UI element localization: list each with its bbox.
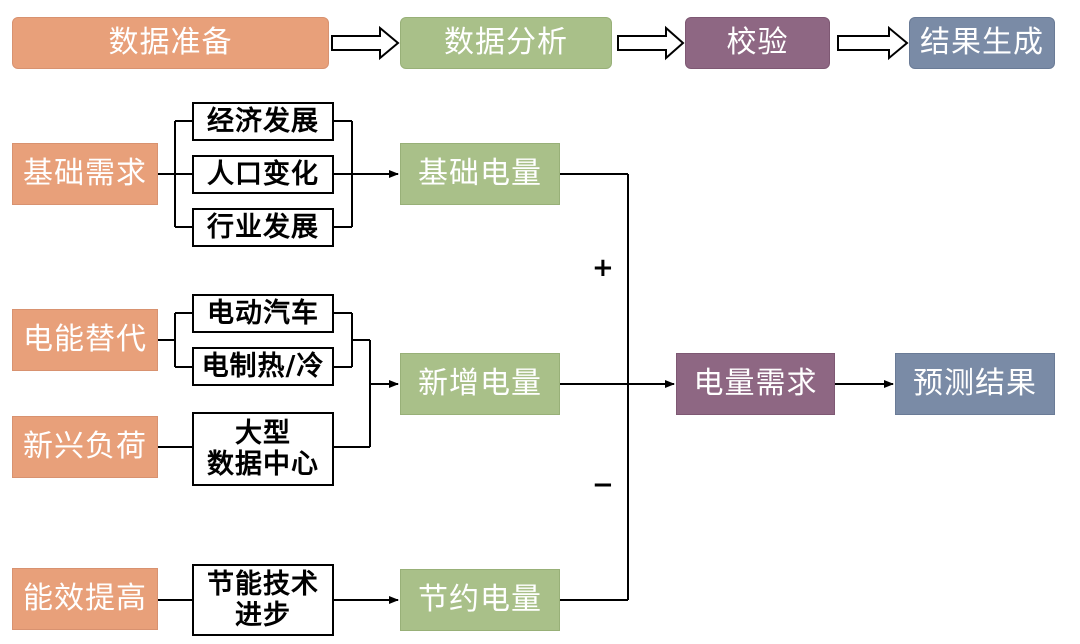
factor-label: 经济发展 bbox=[207, 105, 319, 137]
driver-efficiency: 能效提高 bbox=[12, 568, 158, 630]
factor-electric-heating-cooling: 电制热/冷 bbox=[192, 347, 334, 386]
step-result-generation: 结果生成 bbox=[909, 17, 1055, 69]
factor-label-line2: 数据中心 bbox=[207, 449, 319, 480]
factor-label: 电动汽车 bbox=[207, 297, 319, 329]
factor-label-line1: 节能技术 bbox=[207, 568, 319, 600]
quantity-saved-electricity: 节约电量 bbox=[400, 569, 560, 631]
factor-industry-development: 行业发展 bbox=[192, 208, 334, 247]
step-label: 校验 bbox=[726, 24, 789, 60]
step-data-analysis: 数据分析 bbox=[400, 17, 612, 69]
driver-emerging-load: 新兴负荷 bbox=[12, 416, 158, 478]
electricity-demand: 电量需求 bbox=[676, 353, 835, 415]
factor-label: 人口变化 bbox=[207, 158, 319, 190]
forecast-result: 预测结果 bbox=[895, 353, 1055, 415]
driver-label: 能效提高 bbox=[23, 580, 147, 616]
step-label: 数据准备 bbox=[108, 24, 233, 60]
factor-large-datacenter: 大型 数据中心 bbox=[192, 412, 334, 486]
quantity-label: 新增电量 bbox=[418, 365, 542, 401]
plus-sign: + bbox=[592, 253, 614, 283]
step-label: 结果生成 bbox=[920, 24, 1044, 60]
factor-electric-vehicle: 电动汽车 bbox=[192, 294, 334, 333]
driver-label: 基础需求 bbox=[23, 155, 147, 191]
driver-label: 新兴负荷 bbox=[23, 428, 147, 464]
factor-economic-development: 经济发展 bbox=[192, 102, 334, 141]
factor-population-change: 人口变化 bbox=[192, 155, 334, 194]
demand-label: 电量需求 bbox=[693, 365, 818, 401]
factor-label: 电制热/冷 bbox=[201, 350, 325, 382]
factor-label-line2: 进步 bbox=[235, 600, 291, 631]
driver-label: 电能替代 bbox=[23, 321, 147, 357]
factor-label: 行业发展 bbox=[207, 211, 319, 243]
quantity-label: 节约电量 bbox=[418, 581, 542, 617]
factor-label-line1: 大型 bbox=[235, 417, 291, 449]
result-label: 预测结果 bbox=[913, 365, 1037, 401]
quantity-label: 基础电量 bbox=[418, 155, 542, 191]
step-data-preparation: 数据准备 bbox=[12, 17, 329, 69]
step-label: 数据分析 bbox=[444, 24, 568, 60]
quantity-base-electricity: 基础电量 bbox=[400, 143, 560, 205]
driver-electric-substitution: 电能替代 bbox=[12, 309, 158, 371]
quantity-new-electricity: 新增电量 bbox=[400, 353, 560, 415]
minus-sign: − bbox=[592, 470, 614, 500]
factor-energy-saving-tech: 节能技术 进步 bbox=[192, 564, 334, 636]
driver-base-demand: 基础需求 bbox=[12, 143, 158, 205]
step-validation: 校验 bbox=[685, 17, 830, 69]
